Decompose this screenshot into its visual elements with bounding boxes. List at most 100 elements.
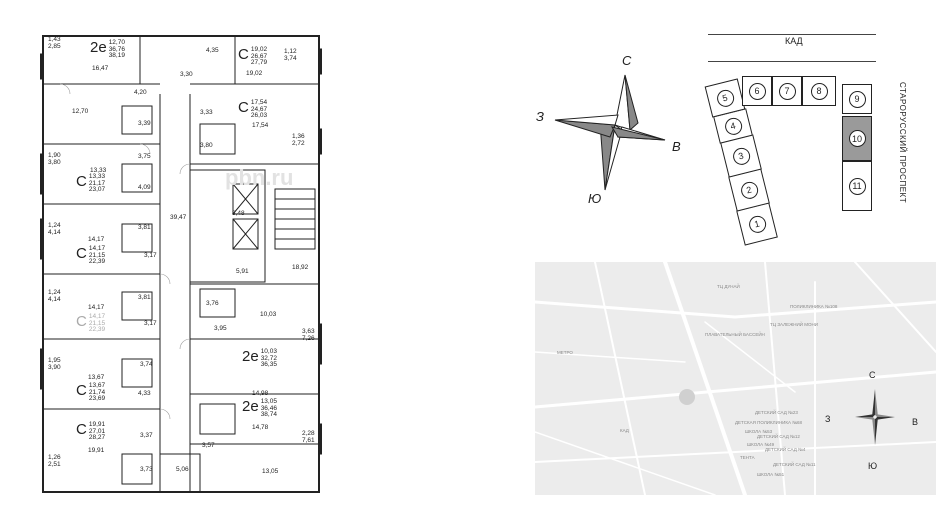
room-area: 14,17 (88, 304, 105, 311)
section-11[interactable]: 11 (842, 161, 872, 211)
room-area: 1,26 (48, 454, 61, 461)
room-area: 1,24 (48, 289, 61, 296)
room-area: 1,12 (284, 48, 297, 55)
living-area: 10,03 (260, 348, 277, 355)
map-label: ПЛАВАТЕЛЬНЫЙ БАССЕЙН (705, 332, 765, 337)
total-area: 36,46 (260, 404, 277, 412)
room-area: 4,33 (138, 390, 151, 397)
apartment-type: С (238, 46, 249, 63)
gross-area: 28,27 (88, 434, 106, 441)
floor-plan: 2е 12,70 36,76 38,19 С 19,02 26,67 27,79… (40, 34, 322, 494)
watermark: pbn.ru (225, 165, 294, 190)
compass-small-icon (855, 389, 895, 445)
section-9[interactable]: 9 (842, 84, 872, 114)
room-area: 4,20 (134, 89, 147, 96)
apartment-areas: 10,03 32,72 36,35 (260, 348, 277, 369)
room-area: 3,33 (200, 109, 213, 116)
room-area: 4,14 (48, 296, 61, 303)
apartment-areas: 19,91 27,01 28,27 (88, 421, 106, 442)
apartment-type: С (76, 382, 87, 399)
room-area: 14,17 (88, 236, 105, 243)
compass-south: Ю (588, 191, 602, 206)
total-area: 32,72 (260, 354, 277, 362)
map-label: МЕТРО (557, 350, 573, 355)
section-number: 7 (778, 82, 796, 100)
compass-rose-large: С Ю З В (530, 45, 700, 215)
apartment-label: С 19,91 27,01 28,27 (76, 421, 106, 442)
room-area: 3,95 (214, 325, 227, 332)
apartment-label: 2е 12,70 36,76 38,19 (90, 39, 125, 60)
room-area: 16,47 (92, 65, 109, 72)
apartment-label: С 14,17 21,15 22,39 (76, 245, 106, 266)
map-label: ТЦ ЗАЛЕЖНИЙ МОНИ (770, 322, 818, 327)
apartment-type: 2е (242, 348, 259, 365)
map-label: ДЕТСКАЯ ПОЛИКЛИНИКА №68 (735, 420, 803, 425)
room-area: 3,17 (144, 320, 157, 327)
apartment-label: С 17,54 24,67 26,03 (238, 99, 268, 120)
section-10[interactable]: 10 (842, 116, 872, 161)
map-label: ТЕНТА (740, 455, 755, 460)
room-area: 13,05 (262, 468, 279, 475)
section-number: 9 (848, 90, 866, 108)
room-area: 2,85 (48, 43, 61, 50)
map-label: ШКОЛА №49 (747, 442, 775, 447)
section-8[interactable]: 8 (802, 76, 836, 106)
total-area: 21,17 (88, 179, 106, 187)
section-number: 11 (848, 177, 866, 195)
map-label: ШКОЛА №51 (757, 472, 785, 477)
map-compass-north: С (869, 370, 876, 380)
room-area: 13,33 (90, 167, 107, 174)
room-area: 3,74 (284, 55, 297, 62)
living-area: 13,33 (88, 173, 106, 180)
gross-area: 27,79 (250, 59, 268, 66)
map-label: ДЕТСКИЙ САД №11 (773, 462, 816, 467)
room-area: 2,51 (48, 461, 61, 468)
room-area: 5,06 (176, 466, 189, 473)
room-area: 4,09 (138, 184, 151, 191)
apartment-areas: 12,70 36,76 38,19 (108, 39, 125, 60)
location-map[interactable]: ТЦ ДУНАЙ ПОЛИКЛИНИКА №108 ТЦ ЗАЛЕЖНИЙ МО… (535, 262, 936, 495)
section-6[interactable]: 6 (742, 76, 772, 106)
room-area: 1,36 (292, 133, 305, 140)
room-area: 3,90 (48, 364, 61, 371)
section-7[interactable]: 7 (772, 76, 802, 106)
room-area: 3,74 (140, 361, 153, 368)
room-area: 3,75 (138, 153, 151, 160)
living-area: 14,17 (88, 245, 106, 252)
total-area: 36,76 (108, 45, 125, 53)
room-area: 39,47 (170, 214, 187, 221)
map-compass-south: Ю (868, 461, 878, 471)
map-label: ШКОЛА №53 (745, 429, 773, 434)
gross-area: 38,19 (108, 52, 125, 59)
map-label: КАД (620, 428, 629, 433)
compass-north: С (622, 53, 632, 68)
room-area: 13,67 (88, 374, 105, 381)
apartment-areas: 13,33 21,17 23,07 (88, 173, 106, 194)
apartment-label: 2е 13,05 36,46 38,74 (242, 398, 277, 419)
gross-area: 36,35 (260, 361, 277, 368)
room-area: 3,80 (48, 159, 61, 166)
gross-area: 26,03 (250, 112, 268, 119)
section-number: 10 (848, 130, 866, 147)
apartment-areas: 13,05 36,46 38,74 (260, 398, 277, 419)
section-number: 2 (738, 179, 760, 201)
apartment-type: С (76, 421, 87, 438)
room-area: 1,90 (48, 152, 61, 159)
apartment-type: 2е (90, 39, 107, 56)
section-number: 6 (748, 82, 766, 100)
ring-road-label: КАД (785, 36, 803, 46)
room-area: 19,02 (246, 70, 263, 77)
room-area: 3,39 (138, 120, 151, 127)
room-area: 12,70 (72, 108, 89, 115)
room-area: 1,24 (48, 222, 61, 229)
living-area: 19,02 (250, 46, 268, 53)
room-area: 2,72 (292, 140, 305, 147)
room-area: 10,03 (260, 311, 277, 318)
map-compass-east: В (912, 417, 919, 427)
ring-road (708, 34, 876, 62)
prospect-label: СТАРОРУССКИЙ ПРОСПЕКТ (898, 82, 907, 204)
living-area: 12,70 (108, 39, 125, 46)
room-area: 17,54 (252, 122, 269, 129)
apartment-type: С (76, 245, 87, 262)
apartment-label: С 19,02 26,67 27,79 (238, 46, 268, 67)
